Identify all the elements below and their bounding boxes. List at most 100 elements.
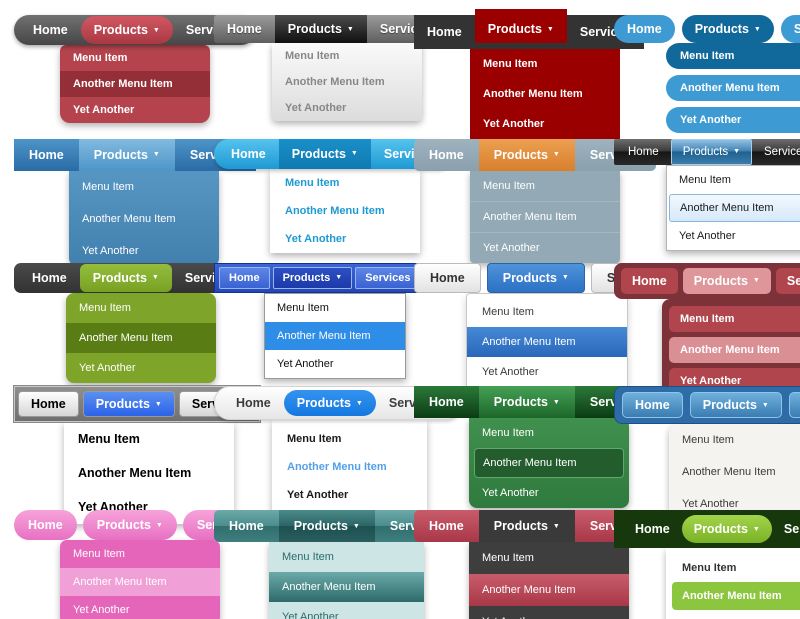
- dropdown-item-another-menu-item[interactable]: Another Menu Item: [483, 88, 583, 100]
- dropdown-item-yet-another[interactable]: Yet Another: [482, 487, 539, 500]
- nav-item-products[interactable]: Products ▼: [681, 15, 774, 43]
- dropdown-item-yet-another[interactable]: Yet Another: [470, 231, 620, 263]
- nav-item-products[interactable]: Products ▼: [478, 510, 575, 543]
- nav-item-home[interactable]: Home: [429, 519, 464, 534]
- dropdown-item-another-menu-item[interactable]: Another Menu Item: [287, 461, 387, 474]
- dropdown-item-menu-item[interactable]: Menu Item: [482, 552, 534, 565]
- dropdown-item-another-menu-item[interactable]: Another Menu Item: [285, 204, 385, 217]
- nav-item-services[interactable]: Services: [783, 522, 800, 537]
- dropdown-item-yet-another[interactable]: Yet Another: [682, 498, 739, 511]
- nav-item-home[interactable]: Home: [635, 522, 670, 537]
- nav-item-home[interactable]: Home: [622, 392, 683, 419]
- dropdown-item-another-menu-item[interactable]: Another Menu Item: [285, 76, 385, 88]
- nav-item-products[interactable]: Products ▼: [681, 515, 772, 544]
- nav-item-home[interactable]: Home: [427, 25, 462, 39]
- dropdown-item-another-menu-item[interactable]: Another Menu Item: [265, 321, 405, 350]
- nav-item-home[interactable]: Home: [236, 396, 271, 411]
- dropdown-item-yet-another[interactable]: Yet Another: [285, 232, 347, 245]
- nav-item-services[interactable]: Services: [764, 145, 800, 158]
- dropdown-item-yet-another[interactable]: Yet Another: [483, 118, 545, 130]
- dropdown-item-yet-another[interactable]: Yet Another: [282, 611, 339, 619]
- dropdown-item-another-menu-item[interactable]: Another Menu Item: [474, 448, 624, 479]
- nav-item-products[interactable]: Products ▼: [478, 386, 575, 419]
- nav-item-products[interactable]: Products ▼: [283, 390, 376, 417]
- dropdown-item-another-menu-item[interactable]: Another Menu Item: [469, 574, 629, 607]
- nav-item-home[interactable]: Home: [33, 23, 68, 37]
- nav-item-products[interactable]: Products ▼: [474, 9, 567, 43]
- dropdown-item-yet-another[interactable]: Yet Another: [73, 604, 130, 617]
- nav-item-products[interactable]: Products ▼: [670, 138, 753, 165]
- nav-item-home[interactable]: Home: [628, 145, 659, 158]
- dropdown-item-menu-item[interactable]: Menu Item: [73, 52, 128, 64]
- dropdown-item-yet-another[interactable]: Yet Another: [679, 229, 736, 242]
- dropdown-item-another-menu-item[interactable]: Another Menu Item: [666, 75, 800, 101]
- dropdown-item-yet-another[interactable]: Yet Another: [666, 107, 800, 133]
- nav-item-home[interactable]: Home: [414, 262, 481, 293]
- dropdown-item-another-menu-item[interactable]: Another Menu Item: [60, 71, 210, 97]
- dropdown-item-yet-another[interactable]: Yet Another: [82, 244, 139, 257]
- dropdown-item-menu-item[interactable]: Menu Item: [79, 301, 131, 314]
- nav-item-products[interactable]: Products ▼: [278, 138, 371, 169]
- dropdown-item-another-menu-item[interactable]: Another Menu Item: [60, 568, 220, 597]
- dropdown-item-yet-another[interactable]: Yet Another: [482, 365, 539, 378]
- dropdown-item-menu-item[interactable]: Menu Item: [73, 548, 125, 561]
- dropdown-item-menu-item[interactable]: Menu Item: [666, 43, 800, 69]
- nav-item-home[interactable]: Home: [429, 395, 464, 410]
- nav-item-home[interactable]: Home: [229, 519, 264, 534]
- nav-item-products[interactable]: Products ▼: [82, 510, 177, 541]
- nav-item-home[interactable]: Home: [429, 147, 464, 162]
- dropdown-item-menu-item[interactable]: Menu Item: [287, 433, 342, 446]
- dropdown-item-another-menu-item[interactable]: Another Menu Item: [470, 200, 620, 232]
- dropdown-item-another-menu-item[interactable]: Another Menu Item: [672, 582, 800, 611]
- nav-item-home[interactable]: Home: [29, 147, 64, 162]
- nav-item-services[interactable]: Services: [775, 267, 800, 294]
- dropdown-item-yet-another[interactable]: Yet Another: [79, 361, 136, 374]
- dropdown-item-yet-another[interactable]: Yet Another: [277, 357, 334, 370]
- dropdown-item-yet-another[interactable]: Yet Another: [287, 489, 349, 502]
- dropdown-item-yet-another[interactable]: Yet Another: [672, 610, 800, 619]
- dropdown-item-menu-item[interactable]: Menu Item: [285, 176, 340, 189]
- dropdown-item-another-menu-item[interactable]: Another Menu Item: [669, 193, 800, 222]
- dropdown-item-another-menu-item[interactable]: Another Menu Item: [682, 466, 776, 479]
- dropdown-item-menu-item[interactable]: Menu Item: [78, 432, 140, 447]
- dropdown-item-menu-item[interactable]: Menu Item: [483, 179, 535, 192]
- dropdown-item-menu-item[interactable]: Menu Item: [682, 434, 734, 447]
- nav-item-products[interactable]: Products ▼: [486, 262, 585, 293]
- nav-item-home[interactable]: Home: [614, 15, 675, 43]
- nav-item-home[interactable]: Home: [219, 266, 270, 289]
- dropdown-item-another-menu-item[interactable]: Another Menu Item: [269, 572, 424, 603]
- dropdown-item-menu-item[interactable]: Menu Item: [483, 58, 538, 70]
- dropdown-item-yet-another[interactable]: Yet Another: [285, 102, 347, 114]
- dropdown-item-another-menu-item[interactable]: Another Menu Item: [66, 322, 216, 353]
- nav-item-services[interactable]: Services: [780, 15, 800, 43]
- dropdown-item-another-menu-item[interactable]: Another Menu Item: [669, 336, 800, 363]
- nav-item-home[interactable]: Home: [231, 146, 266, 161]
- nav-item-products[interactable]: Products ▼: [82, 391, 175, 418]
- dropdown-item-another-menu-item[interactable]: Another Menu Item: [78, 466, 192, 481]
- dropdown-item-menu-item[interactable]: Menu Item: [679, 173, 731, 186]
- dropdown-item-another-menu-item[interactable]: Another Menu Item: [467, 326, 627, 357]
- dropdown-item-menu-item[interactable]: Menu Item: [482, 305, 534, 318]
- dropdown-item-menu-item[interactable]: Menu Item: [482, 427, 534, 440]
- dropdown-item-menu-item[interactable]: Menu Item: [82, 180, 134, 193]
- dropdown-item-menu-item[interactable]: Menu Item: [669, 305, 800, 332]
- nav-item-products[interactable]: Products ▼: [478, 138, 575, 171]
- dropdown-item-yet-another[interactable]: Yet Another: [469, 606, 629, 619]
- nav-item-products[interactable]: Products ▼: [682, 267, 771, 294]
- nav-item-products[interactable]: Products ▼: [272, 266, 353, 289]
- nav-item-home[interactable]: Home: [18, 391, 79, 418]
- nav-item-products[interactable]: Products ▼: [78, 138, 175, 171]
- dropdown-item-menu-item[interactable]: Menu Item: [285, 50, 340, 62]
- nav-item-products[interactable]: Products ▼: [278, 510, 375, 543]
- nav-item-home[interactable]: Home: [227, 22, 262, 36]
- nav-item-products[interactable]: Products ▼: [79, 263, 172, 292]
- nav-item-products[interactable]: Products ▼: [274, 15, 367, 43]
- nav-item-products[interactable]: Products ▼: [80, 16, 173, 44]
- nav-item-products[interactable]: Products ▼: [689, 392, 782, 419]
- dropdown-item-another-menu-item[interactable]: Another Menu Item: [82, 212, 176, 225]
- nav-item-services[interactable]: Services: [788, 392, 800, 419]
- dropdown-item-menu-item[interactable]: Menu Item: [282, 551, 334, 564]
- dropdown-item-menu-item[interactable]: Menu Item: [277, 301, 329, 314]
- nav-item-home[interactable]: Home: [32, 270, 67, 285]
- nav-item-services[interactable]: Services: [355, 266, 421, 289]
